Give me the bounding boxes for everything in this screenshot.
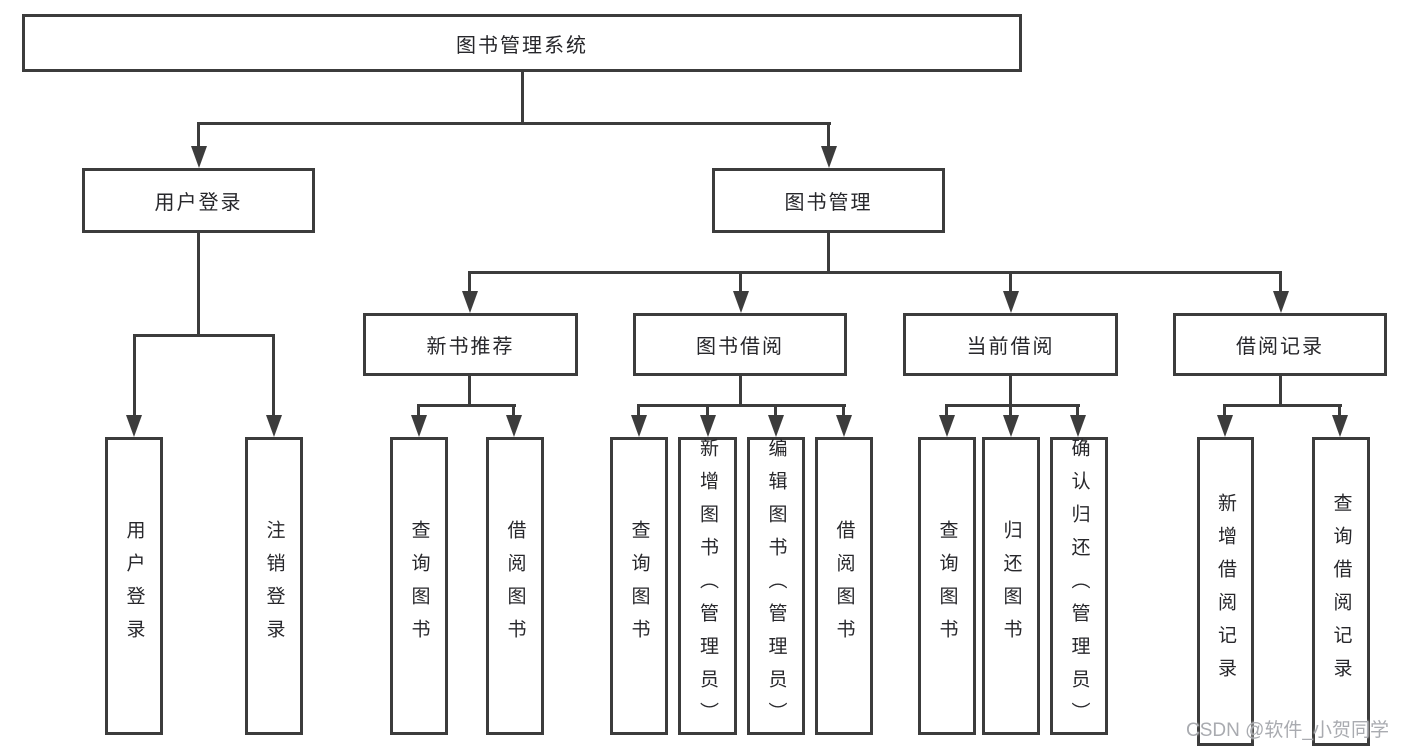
leaf-query-books-current: 查询图书 [918,437,976,735]
connector-line [197,122,831,125]
arrow-down-icon [836,415,852,437]
node-borrowing-records: 借阅记录 [1173,313,1387,376]
connector-line [945,404,1080,407]
arrow-down-icon [1217,415,1233,437]
leaf-add-borrow-record: 新增借阅记录 [1197,437,1254,746]
connector-line [842,404,845,420]
connector-line [133,334,136,418]
arrow-down-icon [1070,415,1086,437]
connector-line [1076,404,1079,420]
node-new-book-recommend: 新书推荐 [363,313,578,376]
leaf-borrow-books-recommend: 借阅图书 [486,437,544,735]
node-label: 用户登录 [154,192,243,214]
arrow-down-icon [462,291,478,313]
node-label: 当前借阅 [966,336,1055,358]
leaf-query-books-recommend: 查询图书 [390,437,448,735]
node-current-borrowing: 当前借阅 [903,313,1118,376]
node-label: 图书借阅 [696,336,784,358]
node-book-borrowing: 图书借阅 [633,313,847,376]
arrow-down-icon [733,291,749,313]
connector-line [1009,374,1012,407]
connector-line [512,404,515,420]
connector-line [468,271,471,293]
connector-line [197,231,200,337]
connector-line [272,334,275,418]
csdn-watermark: CSDN @软件_小贺同学 [1186,720,1389,741]
connector-line [133,334,275,337]
node-label: 确认归还（管理员） [1068,437,1090,735]
node-label: 编辑图书（管理员） [765,437,787,735]
arrow-down-icon [939,415,955,437]
arrow-down-icon [266,415,282,437]
connector-line [706,404,709,420]
connector-line [521,70,524,124]
arrow-down-icon [700,415,716,437]
leaf-edit-books-admin: 编辑图书（管理员） [747,437,805,735]
node-label: 借阅记录 [1236,336,1324,358]
connector-line [827,122,830,150]
arrow-down-icon [631,415,647,437]
connector-line [417,404,516,407]
connector-line [739,374,742,407]
node-label: 新增图书（管理员） [697,437,718,735]
connector-line [739,271,742,293]
node-user-login: 用户登录 [82,168,315,233]
connector-line [637,404,640,420]
arrow-down-icon [1003,415,1019,437]
node-label: 借阅图书 [504,520,526,652]
node-label: 新书推荐 [426,336,515,358]
node-label: 用户登录 [123,520,145,652]
connector-line [468,271,1282,274]
arrow-down-icon [191,146,207,168]
connector-line [197,122,200,150]
connector-line [827,231,830,273]
connector-line [637,404,846,407]
node-label: 新增借阅记录 [1215,492,1236,691]
leaf-query-borrow-record: 查询借阅记录 [1312,437,1370,746]
arrow-down-icon [126,415,142,437]
leaf-query-books-borrow: 查询图书 [610,437,668,735]
connector-line [1338,404,1341,420]
connector-line [1279,374,1282,407]
node-label: 查询图书 [408,520,430,652]
connector-line [1279,271,1282,293]
node-label: 查询图书 [628,520,650,652]
arrow-down-icon [1273,291,1289,313]
leaf-user-login: 用户登录 [105,437,163,735]
leaf-add-books-admin: 新增图书（管理员） [678,437,737,735]
arrow-down-icon [821,146,837,168]
node-label: 图书管理系统 [456,34,588,57]
arrow-down-icon [411,415,427,437]
connector-line [1009,271,1012,293]
connector-line [1223,404,1342,407]
connector-line [945,404,948,420]
node-label: 查询借阅记录 [1330,492,1352,691]
leaf-return-books: 归还图书 [982,437,1040,735]
arrow-down-icon [506,415,522,437]
leaf-borrow-books: 借阅图书 [815,437,873,735]
node-label: 查询图书 [936,520,958,652]
leaf-confirm-return-admin: 确认归还（管理员） [1050,437,1108,735]
arrow-down-icon [1332,415,1348,437]
node-label: 借阅图书 [833,520,855,652]
connector-line [417,404,420,420]
connector-line [1009,404,1012,420]
connector-line [468,374,471,407]
node-label: 归还图书 [1000,520,1022,652]
connector-line [774,404,777,420]
node-book-management: 图书管理 [712,168,945,233]
leaf-logout: 注销登录 [245,437,303,735]
connector-line [1223,404,1226,420]
node-library-management-system: 图书管理系统 [22,14,1022,72]
node-label: 注销登录 [263,520,285,652]
arrow-down-icon [768,415,784,437]
arrow-down-icon [1003,291,1019,313]
node-label: 图书管理 [784,192,873,214]
